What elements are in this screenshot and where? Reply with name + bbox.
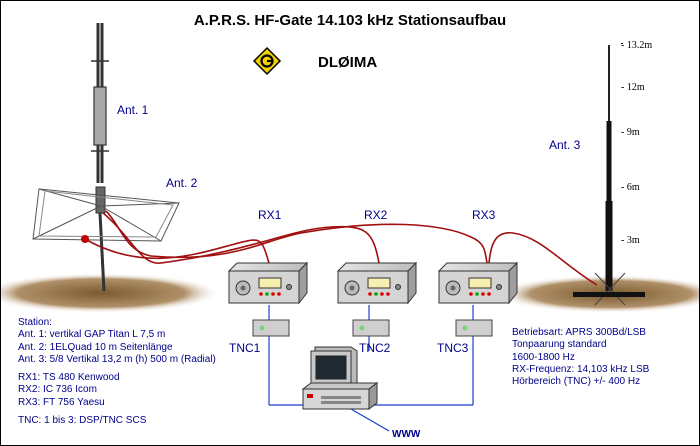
settings-line: 1600-1800 Hz bbox=[512, 351, 575, 363]
label-rx2: RX2 bbox=[364, 208, 388, 222]
station-line: RX3: FT 756 Yaesu bbox=[18, 396, 105, 408]
mast-height-6m: - 6m bbox=[621, 182, 640, 193]
label-tnc1: TNC1 bbox=[229, 341, 261, 355]
antenna-2-quad bbox=[32, 188, 180, 242]
computer-workstation bbox=[301, 346, 379, 410]
settings-line: Hörbereich (TNC) +/- 400 Hz bbox=[512, 376, 641, 388]
callsign: DLØIMA bbox=[318, 54, 378, 71]
station-line: RX1: TS 480 Kenwood bbox=[18, 372, 120, 384]
label-ant-3: Ant. 3 bbox=[549, 138, 581, 152]
diagram-title: A.P.R.S. HF-Gate 14.103 kHz Stationsaufb… bbox=[193, 12, 507, 29]
station-line: RX2: IC 736 Icom bbox=[18, 384, 97, 396]
height-scale bbox=[621, 43, 623, 44]
label-rx1: RX1 bbox=[258, 208, 282, 222]
coax-cables bbox=[84, 210, 598, 286]
station-line: Ant. 1: vertikal GAP Titan L 7,5 m bbox=[18, 329, 166, 341]
mast-height-13-2m: - 13.2m bbox=[621, 40, 653, 51]
label-tnc3: TNC3 bbox=[437, 341, 469, 355]
tnc-box-2 bbox=[352, 319, 390, 337]
mast-height-3m: - 3m bbox=[621, 235, 640, 246]
operating-settings: Betriebsart: APRS 300Bd/LSB Tonpaarung s… bbox=[512, 327, 649, 388]
settings-line: Betriebsart: APRS 300Bd/LSB bbox=[512, 327, 646, 338]
tnc-network-wires bbox=[268, 305, 474, 432]
antenna-3-vertical bbox=[573, 45, 645, 306]
label-tnc2: TNC2 bbox=[359, 341, 391, 355]
station-line: TNC: 1 bis 3: DSP/TNC SCS bbox=[18, 415, 147, 427]
tnc-box-3 bbox=[455, 319, 493, 337]
station-info: Station: Ant. 1: vertikal GAP Titan L 7,… bbox=[18, 317, 216, 427]
settings-line: RX-Frequenz: 14,103 kHz LSB bbox=[512, 363, 650, 375]
label-ant-1: Ant. 1 bbox=[117, 103, 149, 117]
mast-height-9m: - 9m bbox=[621, 127, 640, 138]
station-line: Ant. 2: 1ELQuad 10 m Seitenlänge bbox=[18, 341, 173, 353]
receiver-rx1 bbox=[227, 261, 309, 305]
station-line: Station: bbox=[18, 317, 52, 328]
receiver-rx2 bbox=[336, 261, 418, 305]
label-www: WWW bbox=[392, 429, 421, 440]
g-logo-icon bbox=[252, 46, 282, 76]
settings-line: Tonpaarung standard bbox=[512, 339, 607, 351]
antenna-1-gap-vertical bbox=[91, 23, 109, 292]
label-rx3: RX3 bbox=[472, 208, 496, 222]
receiver-rx3 bbox=[437, 261, 519, 305]
mast-height-12m: - 12m bbox=[621, 82, 645, 93]
label-ant-2: Ant. 2 bbox=[166, 176, 198, 190]
coax-feedpoint bbox=[81, 235, 89, 243]
station-line: Ant. 3: 5/8 Vertikal 13,2 m (h) 500 m (R… bbox=[18, 353, 216, 365]
tnc-box-1 bbox=[252, 319, 290, 337]
ground-left bbox=[1, 273, 221, 313]
